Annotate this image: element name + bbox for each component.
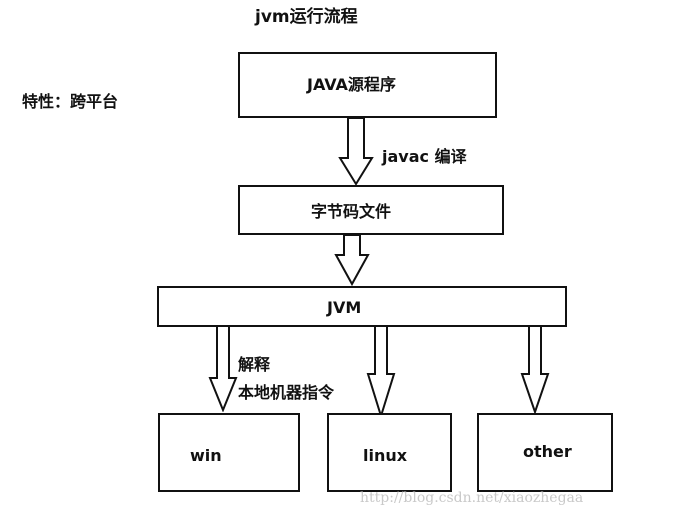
diagram-title: jvm运行流程 [255, 7, 358, 27]
compile-label: javac 编译 [382, 147, 467, 166]
source-code-label: JAVA源程序 [307, 75, 396, 94]
bytecode-file-label: 字节码文件 [311, 202, 392, 221]
win-box [158, 413, 300, 492]
win-label: win [190, 446, 222, 465]
native-instruction-label: 本地机器指令 [238, 383, 335, 402]
down-arrow-icon [366, 326, 396, 420]
down-arrow-icon [338, 118, 374, 186]
jvm-label: JVM [327, 298, 362, 317]
jvm-box [157, 286, 567, 327]
other-box [477, 413, 613, 492]
down-arrow-icon [520, 326, 550, 414]
linux-box [327, 413, 452, 492]
linux-label: linux [363, 446, 408, 465]
bytecode-file-box [238, 185, 504, 235]
down-arrow-icon [208, 326, 238, 412]
feature-note: 特性：跨平台 [22, 92, 119, 111]
other-label: other [523, 442, 572, 461]
watermark: http://blog.csdn.net/xiaozhegaa [360, 490, 584, 506]
interpret-label: 解释 [238, 355, 271, 374]
source-code-box [238, 52, 497, 118]
down-arrow-icon [334, 235, 370, 287]
